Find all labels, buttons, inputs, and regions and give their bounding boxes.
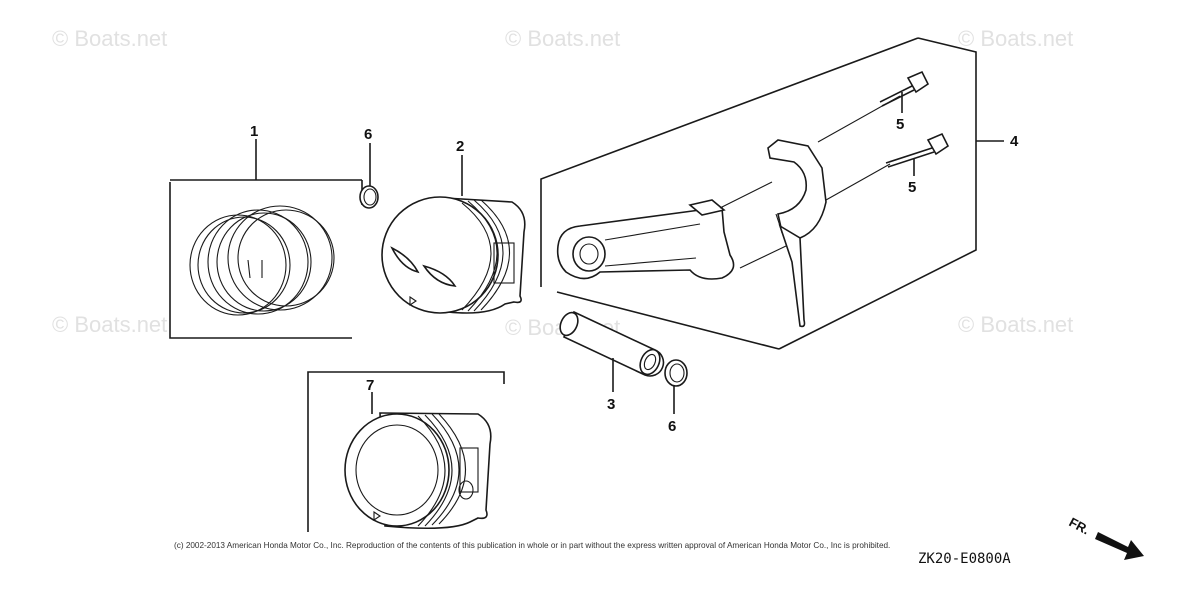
callout-7: 7 bbox=[366, 377, 374, 394]
piston-part[interactable] bbox=[381, 196, 526, 314]
piston-pin-clip-part[interactable] bbox=[359, 185, 379, 209]
piston-pin-clip-part[interactable] bbox=[664, 359, 688, 387]
callout-1: 1 bbox=[250, 123, 258, 140]
front-direction-indicator: FR. bbox=[1067, 514, 1144, 560]
diagram-code: ZK20-E0800A bbox=[918, 551, 1011, 567]
piston-pin-part[interactable] bbox=[557, 310, 665, 378]
callout-4: 4 bbox=[1010, 133, 1019, 150]
watermark: © Boats.net bbox=[505, 26, 620, 51]
callout-2: 2 bbox=[456, 138, 464, 155]
callout-5: 5 bbox=[908, 179, 916, 196]
connecting-rod-assembly-part[interactable] bbox=[540, 37, 977, 350]
watermark: © Boats.net bbox=[52, 312, 167, 337]
piston-ring-set-part[interactable] bbox=[169, 179, 363, 339]
front-label: FR. bbox=[1067, 514, 1093, 537]
copyright-notice: (c) 2002-2013 American Honda Motor Co., … bbox=[174, 541, 890, 550]
watermark: © Boats.net bbox=[52, 26, 167, 51]
watermark: © Boats.net bbox=[958, 312, 1073, 337]
callout-6: 6 bbox=[668, 418, 676, 435]
callout-5: 5 bbox=[896, 116, 904, 133]
arrow-right-icon bbox=[1095, 532, 1144, 560]
callout-6: 6 bbox=[364, 126, 372, 143]
callout-3: 3 bbox=[607, 396, 615, 413]
piston-oversize-part[interactable] bbox=[307, 371, 505, 532]
watermark: © Boats.net bbox=[958, 26, 1073, 51]
